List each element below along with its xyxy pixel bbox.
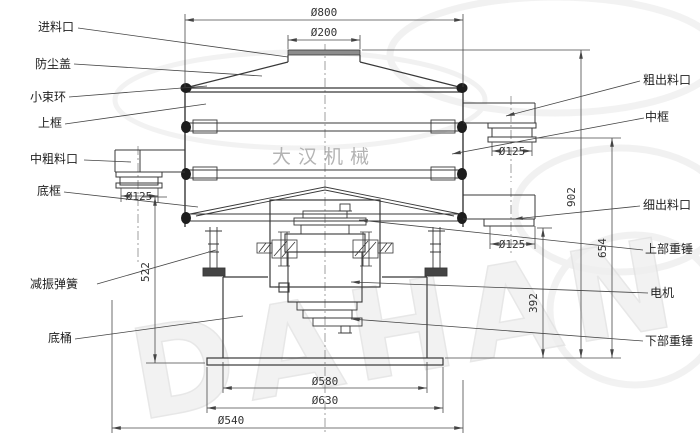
clamp-bolts [180,83,468,224]
label-dust-cover: 防尘盖 [35,56,71,71]
part-labels-left: 进料口 防尘盖 小束环 上框 中粗料口 底框 减振弹簧 底桶 [30,20,78,345]
motor-mount-box [269,199,381,288]
dim-left-outlet: Ø125 [126,190,153,203]
bottom-barrel [206,276,444,366]
watermark-brand-cn: 大汉机械 [272,146,376,168]
dim-coarse-outlet: Ø125 [499,145,526,158]
left-outlet-spout [114,149,185,189]
part-labels-right: 粗出料口 中框 细出料口 上部重锤 电机 下部重锤 [643,73,693,348]
dim-fine-height: 654 [596,238,609,258]
dim-top-width: Ø800 [311,6,338,19]
clamp-band-middle [185,166,463,181]
label-bottom-frame: 底框 [37,183,61,198]
dust-cover-cone [184,61,464,89]
label-fine-outlet: 细出料口 [643,198,691,212]
leader-lines [63,27,649,342]
dim-motor-height: 392 [527,293,540,313]
label-bottom-barrel: 底桶 [48,330,72,345]
label-lower-weight: 下部重锤 [645,333,693,348]
label-middle-frame: 中框 [645,109,669,124]
body-walls [184,88,464,227]
upper-weight-stack [293,203,367,235]
label-upper-frame: 上框 [38,116,62,130]
dim-total-height: 902 [565,187,578,207]
label-mid-coarse-outlet: 中粗料口 [30,151,78,166]
label-damping-spring: 减振弹簧 [30,276,78,291]
side-mounts [256,231,394,267]
dim-fine-outlet: Ø125 [499,238,526,251]
label-small-clamp-ring: 小束环 [30,90,66,104]
feed-inlet-neck [287,55,361,62]
screen-cone [189,186,461,217]
feed-inlet-flange [287,49,361,56]
label-feed-inlet: 进料口 [38,20,74,34]
top-rim [185,87,463,93]
label-coarse-outlet: 粗出料口 [643,73,691,87]
clamp-band-lower [185,213,463,222]
label-upper-weight: 上部重锤 [645,241,693,256]
damping-springs [202,227,448,277]
dim-bottom-width: Ø540 [218,414,245,427]
machine-body [114,49,537,366]
dim-barrel-diameter: Ø580 [312,375,339,388]
dimension-lines [111,14,621,433]
fine-outlet-spout [463,194,536,227]
clamp-band-upper [185,119,463,134]
dim-left-height: 522 [139,262,152,282]
dim-base-diameter: Ø630 [312,394,339,407]
label-motor: 电机 [650,286,674,300]
lower-weight-stack [296,301,363,334]
coarse-outlet-spout [463,102,537,143]
dimension-texts: Ø800 Ø200 Ø125 Ø125 Ø125 902 654 392 522… [126,6,609,427]
dim-inlet: Ø200 [311,26,338,39]
